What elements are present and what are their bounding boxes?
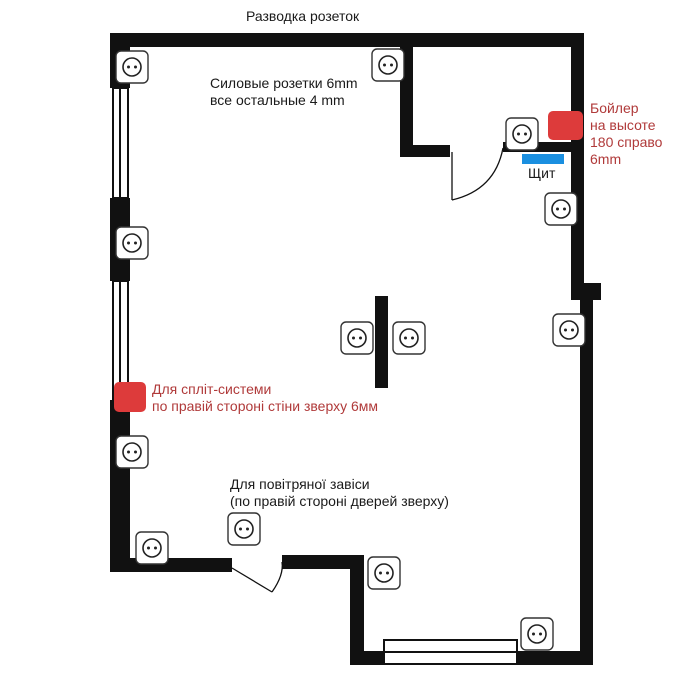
boiler-label-line-4: 6mm — [590, 151, 622, 167]
power-note-line-1: Силовые розетки 6mm — [210, 75, 358, 91]
socket-icon — [392, 321, 426, 355]
split-label-line-1: Для спліт-системи — [152, 381, 272, 397]
room-column — [375, 296, 388, 388]
curtain-label: Для повітряної завіси (по правій стороні… — [230, 476, 449, 510]
door-entry-swing — [271, 561, 283, 593]
curtain-label-line-1: Для повітряної завіси — [230, 476, 370, 492]
windows — [112, 87, 518, 665]
boiler-label-line-1: Бойлер — [590, 100, 639, 116]
socket-icon — [371, 48, 405, 82]
boiler-marker — [548, 111, 583, 140]
curtain-label-line-2: (по правій стороні дверей зверху) — [230, 493, 449, 509]
diagram-title: Разводка розеток — [246, 8, 360, 24]
socket-icon — [520, 617, 554, 651]
doors — [231, 147, 504, 593]
wall-bay-left — [350, 555, 364, 665]
split-label: Для спліт-системи по правій стороні стін… — [152, 381, 378, 415]
socket-icon — [340, 321, 374, 355]
wall-bottom-right — [517, 651, 593, 665]
door-entry-leaf — [231, 567, 273, 593]
power-note: Силовые розетки 6mm все остальные 4 mm — [210, 75, 358, 109]
socket-icon — [552, 313, 586, 347]
wall-left-bottom — [110, 400, 130, 572]
boiler-label-line-2: на высоте — [590, 117, 656, 133]
wall-bottom-mid — [282, 555, 364, 569]
wall-partition-horizontal — [400, 145, 450, 157]
panel-label: Щит — [528, 165, 556, 181]
socket-icon — [115, 50, 149, 84]
boiler-label-line-3: 180 справо — [590, 134, 663, 150]
wall-top — [110, 33, 584, 47]
door-inner-swing — [451, 147, 504, 201]
socket-icon — [544, 192, 578, 226]
socket-icon — [115, 226, 149, 260]
power-note-line-2: все остальные 4 mm — [210, 92, 345, 108]
electrical-panel-bar — [522, 154, 564, 164]
socket-icon — [227, 512, 261, 546]
socket-icon — [135, 531, 169, 565]
socket-icon — [505, 117, 539, 151]
split-label-line-2: по правій стороні стіни зверху 6мм — [152, 398, 379, 414]
socket-icon — [367, 556, 401, 590]
split-marker — [114, 382, 146, 412]
wall-right-upper — [571, 33, 584, 300]
boiler-label: Бойлер на высоте 180 справо 6mm — [590, 100, 662, 168]
sockets — [115, 48, 586, 651]
wall-right-lower — [580, 283, 593, 665]
socket-icon — [115, 435, 149, 469]
